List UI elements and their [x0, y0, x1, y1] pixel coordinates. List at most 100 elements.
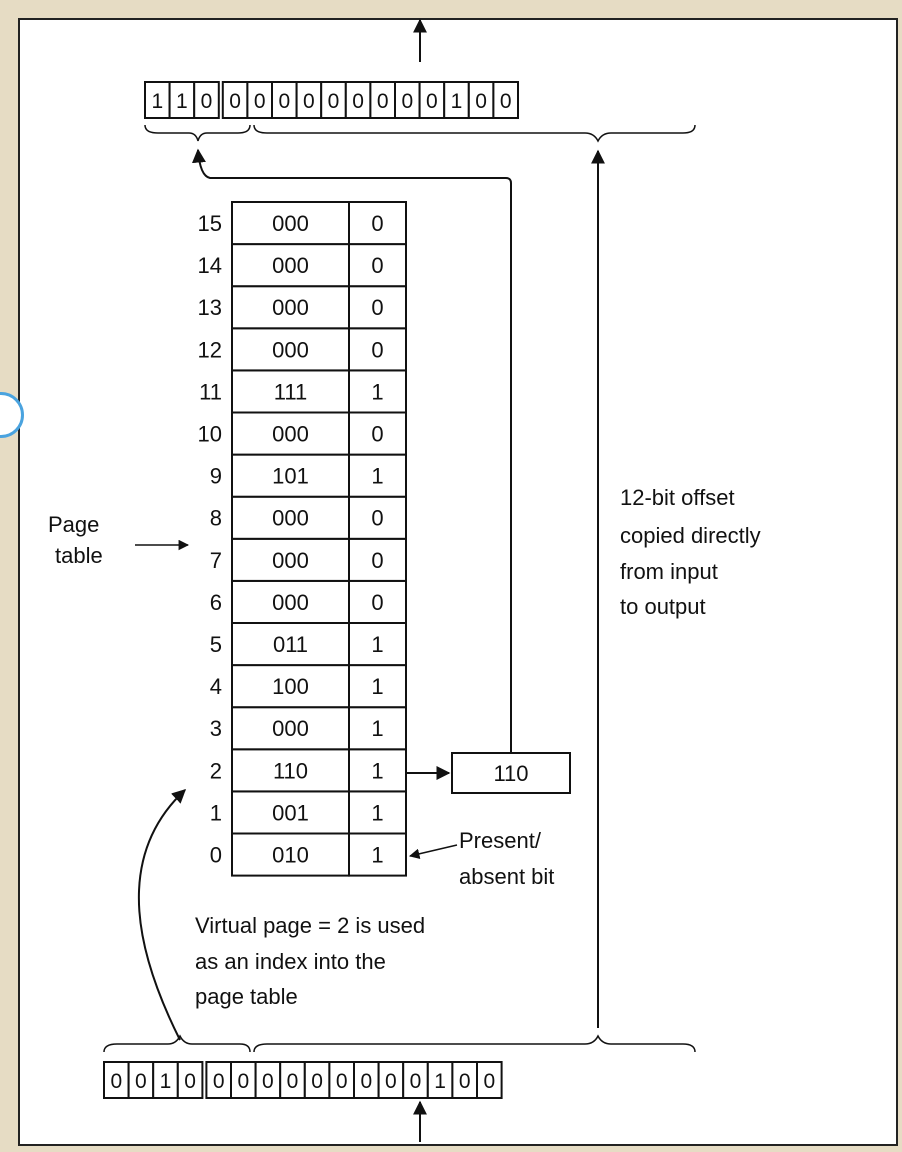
page-index: 4	[210, 674, 222, 699]
input-bit-cell: 1	[426, 1061, 454, 1099]
present-bit-value: 1	[371, 674, 383, 699]
output-bit-cell: 0	[271, 81, 298, 119]
output-bit-cell: 1	[144, 81, 171, 119]
input-bit-cell: 0	[127, 1061, 155, 1099]
output-bit-cell: 0	[344, 81, 372, 119]
page-index: 9	[210, 464, 222, 489]
page-frame-number: 000	[272, 295, 309, 320]
input-bit-cell: 1	[152, 1061, 179, 1099]
page-frame-number: 000	[272, 422, 309, 447]
output-bit-cell: 0	[320, 81, 347, 119]
input-brace-page	[103, 1034, 251, 1053]
output-bit-cell: 1	[443, 81, 470, 119]
input-bit-cell: 0	[176, 1061, 204, 1099]
offset-note-line4: to output	[620, 594, 706, 619]
present-bit-value: 0	[371, 253, 383, 278]
page-table-label-line2: table	[55, 543, 103, 568]
page-index: 5	[210, 632, 222, 657]
input-bit-cell: 0	[303, 1061, 331, 1099]
output-bit-cell: 0	[193, 81, 220, 119]
input-bit: 0	[110, 1070, 122, 1093]
page-frame-number: 011	[273, 632, 308, 657]
page-frame-number: 101	[272, 464, 309, 489]
input-bit: 0	[385, 1070, 397, 1093]
input-bit-cell: 0	[328, 1061, 355, 1099]
input-bit-cell: 0	[476, 1061, 503, 1099]
page-frame-number: 110	[273, 758, 308, 783]
input-brace-offset	[253, 1034, 696, 1053]
page-frame-number: 000	[272, 548, 309, 573]
input-bit: 1	[160, 1070, 172, 1093]
output-bit-cell: 1	[168, 81, 196, 119]
present-bit-value: 0	[371, 590, 383, 615]
offset-note-line1: 12-bit offset	[620, 485, 735, 510]
page-frame-number: 000	[272, 506, 309, 531]
output-bit-cell: 0	[369, 81, 396, 119]
input-bit-cell: 0	[254, 1061, 282, 1099]
page-index: 13	[198, 295, 222, 320]
present-bit-value: 0	[371, 548, 383, 573]
output-bit: 0	[201, 90, 213, 113]
page-index: 14	[198, 253, 222, 278]
page-index: 10	[198, 422, 222, 447]
output-bit-cell: 0	[492, 81, 519, 119]
output-bit: 0	[500, 90, 512, 113]
output-bit: 1	[151, 90, 163, 113]
input-bit-cell: 0	[377, 1061, 405, 1099]
page-frame-number: 001	[272, 800, 309, 825]
selected-frame-value: 110	[493, 761, 528, 786]
page-frame-number: 000	[272, 337, 309, 362]
input-bit-cell: 0	[353, 1061, 380, 1099]
output-bit: 1	[451, 90, 463, 113]
page-index: 8	[210, 506, 222, 531]
page-index: 2	[210, 758, 222, 783]
present-bit-value: 1	[371, 716, 383, 741]
input-bit-cell: 0	[103, 1061, 130, 1099]
output-bit: 0	[401, 90, 413, 113]
present-bit-value: 0	[371, 295, 383, 320]
output-bit: 0	[303, 90, 315, 113]
input-bit: 0	[213, 1070, 225, 1093]
present-bit-value: 1	[371, 464, 383, 489]
page-frame-number: 000	[272, 716, 309, 741]
input-bit: 0	[237, 1070, 249, 1093]
output-bit: 0	[475, 90, 487, 113]
page-table-row: 9 101 1	[210, 453, 407, 498]
output-brace-frame	[144, 124, 251, 142]
input-bit-cell: 0	[402, 1061, 429, 1099]
page-index: 1	[210, 800, 222, 825]
output-bit-cell: 0	[418, 81, 446, 119]
present-bit-value: 1	[371, 758, 383, 783]
output-bit-cell: 0	[295, 81, 323, 119]
input-bit-cell: 0	[205, 1061, 232, 1099]
page-index: 15	[198, 211, 222, 236]
input-bit-cell: 0	[451, 1061, 478, 1099]
output-bit: 0	[254, 90, 266, 113]
input-bit: 0	[184, 1070, 196, 1093]
output-bit: 0	[377, 90, 389, 113]
input-bit: 1	[434, 1070, 446, 1093]
page-index: 11	[199, 379, 222, 404]
output-bit-cell: 0	[394, 81, 421, 119]
page-index: 12	[198, 337, 222, 362]
input-bit: 0	[135, 1070, 147, 1093]
input-bit: 0	[311, 1070, 323, 1093]
present-bit-value: 0	[371, 337, 383, 362]
output-bit-cell: 0	[246, 81, 273, 119]
virtual-page-note-line2: as an index into the	[195, 949, 386, 974]
page-frame-number: 010	[272, 843, 309, 868]
present-bit-value: 1	[371, 843, 383, 868]
